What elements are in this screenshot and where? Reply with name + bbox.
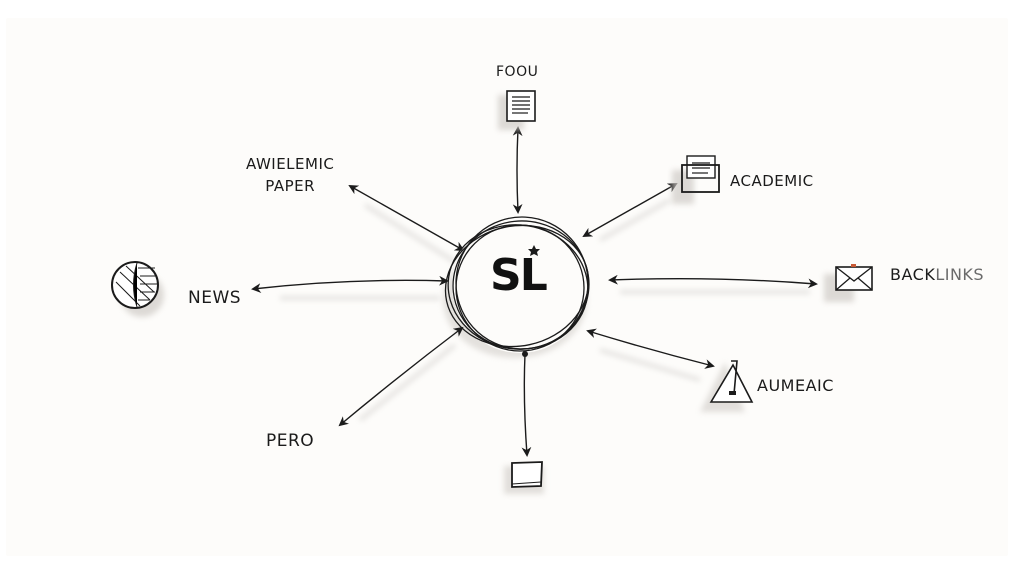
node-label-backlinks-light: LINKS [935,265,985,284]
arrow-to-news [251,275,449,293]
folder-document-icon [672,155,720,204]
node-label-academic-paper-line1: AWIELEMIC [246,155,335,173]
box-icon [504,461,544,494]
node-label-aumeaic: AUMEAIC [757,376,834,395]
globe-icon [111,261,164,317]
arrow-to-academic-paper [348,185,465,251]
node-label-pero: PERO [266,431,315,451]
node-label-academic: ACADEMIC [730,172,814,190]
node-label-backlinks-bold: BACK [890,265,936,284]
center-bottom-dot [522,351,528,357]
node-label-academic-paper-line2: PAPER [265,177,316,195]
center-circle [444,216,590,353]
node-label-food: FOOU [496,64,539,80]
node-label-backlinks: BACKLINKS [890,265,984,284]
arrow-to-food [512,126,523,214]
document-icon [498,90,536,130]
node-label-news: NEWS [188,288,242,308]
envelope-icon [824,264,873,302]
connector-arrows [251,126,818,457]
arrow-to-bottom-box [521,353,532,457]
star-icon [528,245,540,256]
center-hub-label: SL [490,250,548,301]
arrow-to-backlinks [608,274,818,289]
arrow-to-aumeaic [586,328,715,369]
arrow-to-pero [338,326,464,427]
node-label-academic-paper: AWIELEMIC PAPER [246,153,334,197]
warning-triangle-icon [700,360,754,412]
arrow-to-academic [582,183,678,237]
